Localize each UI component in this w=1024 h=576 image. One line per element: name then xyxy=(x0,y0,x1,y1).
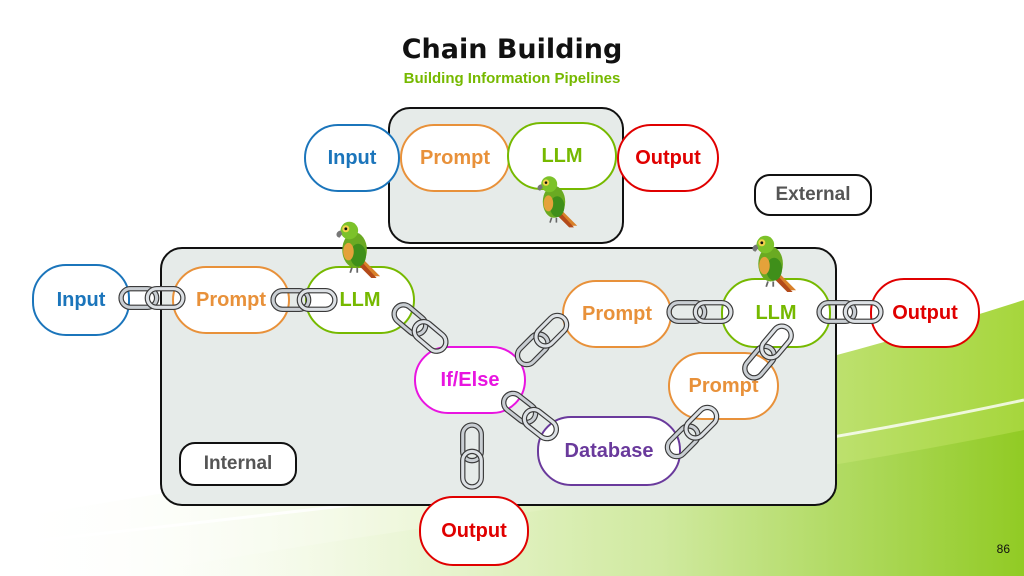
chain-link-icon xyxy=(741,322,795,381)
chain-link-icon xyxy=(664,404,721,461)
main-input-node: Input xyxy=(32,264,130,336)
chain-link-icon xyxy=(463,425,482,487)
slide-subtitle: Building Information Pipelines xyxy=(403,70,621,87)
chain-link-icon xyxy=(669,303,731,322)
top-llm-node: LLM xyxy=(507,122,617,190)
main-prompt-node-3: Prompt xyxy=(668,352,779,420)
chain-link-icon xyxy=(819,303,881,322)
parrot-icon xyxy=(536,175,579,228)
top-input-node: Input xyxy=(304,124,400,192)
chain-link-icon xyxy=(514,312,571,369)
parrot-icon xyxy=(751,234,798,292)
chain-link-icon xyxy=(273,291,335,310)
chain-link-icon xyxy=(500,390,560,443)
main-output-node-bottom: Output xyxy=(419,496,529,566)
if-else-node: If/Else xyxy=(414,346,526,414)
main-output-node-right: Output xyxy=(870,278,980,348)
main-llm-node-1: LLM xyxy=(305,266,415,334)
chain-link-icon xyxy=(390,301,449,355)
chain-link-icon xyxy=(121,289,183,308)
main-llm-node-2: LLM xyxy=(721,278,831,348)
page-number: 86 xyxy=(996,542,1010,556)
parrot-icon xyxy=(335,220,382,278)
internal-label: Internal xyxy=(179,442,297,486)
external-label: External xyxy=(754,174,872,216)
slide-title: Chain Building xyxy=(401,34,623,65)
top-prompt-node: Prompt xyxy=(400,124,510,192)
database-node: Database xyxy=(537,416,681,486)
main-prompt-node-1: Prompt xyxy=(172,266,290,334)
top-output-node: Output xyxy=(617,124,719,192)
